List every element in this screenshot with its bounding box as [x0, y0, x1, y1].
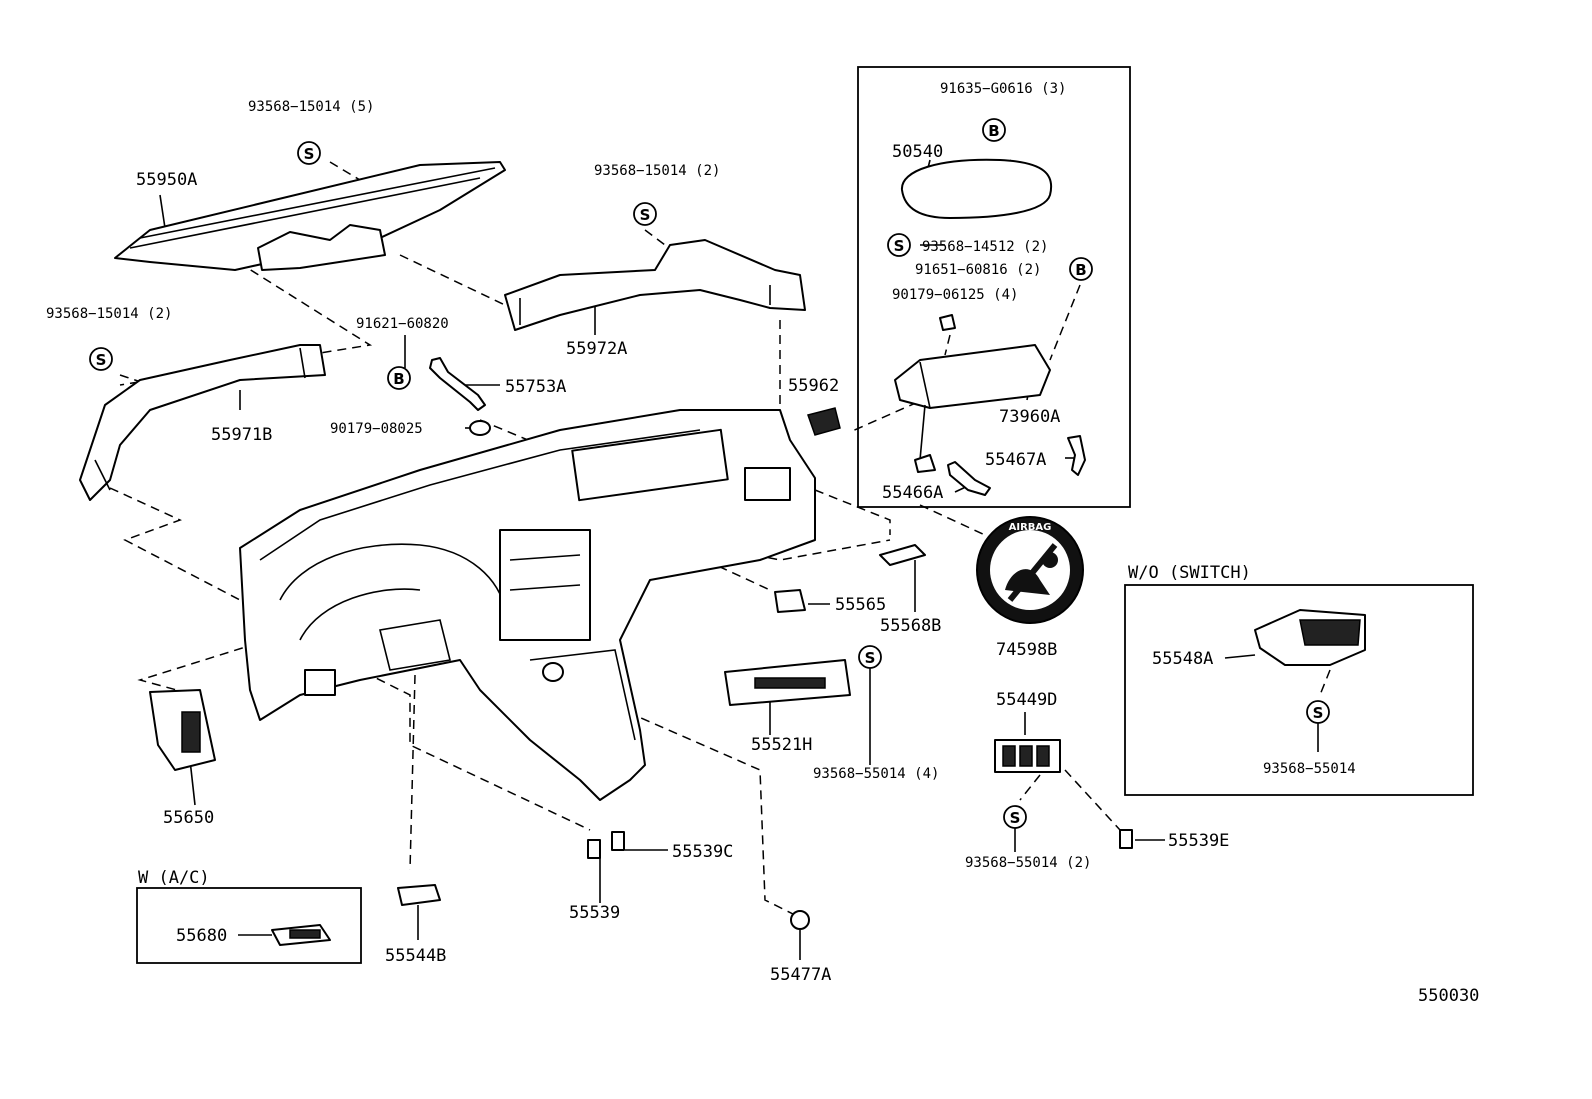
label-55466A: 55466A — [882, 483, 943, 503]
bracket-55753A — [429, 357, 486, 411]
airbag-group-box — [857, 66, 1131, 508]
part-labels: 93568−15014 (5) 55950A 93568−15014 (2) 5… — [46, 81, 1479, 1006]
svg-text:B: B — [1075, 261, 1086, 279]
airbag-warning-badge-74598B: AIRBAG — [976, 516, 1084, 624]
vent-55650 — [149, 689, 216, 771]
svg-text:S: S — [640, 206, 651, 224]
housing-55548A — [1254, 609, 1366, 666]
label-55962: 55962 — [788, 376, 839, 396]
label-91621-60820: 91621−60820 — [356, 316, 449, 332]
label-55680: 55680 — [176, 926, 227, 946]
instrument-panel — [239, 409, 816, 801]
screw-symbol-icon: S — [89, 347, 113, 371]
clip-90179-08025 — [469, 420, 491, 436]
label-73960A: 73960A — [999, 407, 1060, 427]
svg-text:S: S — [96, 351, 107, 369]
defroster-nozzle-55950A — [114, 161, 506, 271]
label-93568-15014-2-a: 93568−15014 (2) — [594, 163, 720, 179]
label-50540: 50540 — [892, 142, 943, 162]
svg-text:S: S — [865, 649, 876, 667]
label-91651-60816: 91651−60816 (2) — [915, 262, 1041, 278]
label-55467A: 55467A — [985, 450, 1046, 470]
label-91635-G0616: 91635−G0616 (3) — [940, 81, 1066, 97]
label-55565: 55565 — [835, 595, 886, 615]
passenger-airbag-assembly — [894, 158, 1086, 496]
svg-text:B: B — [393, 370, 404, 388]
clips-55539-55539C — [587, 831, 625, 859]
screw-symbol-icon: S — [1306, 700, 1330, 724]
label-93568-55014-4: 93568−55014 (4) — [813, 766, 939, 782]
label-93568-14512: 93568−14512 (2) — [922, 239, 1048, 255]
screw-symbol-icon: S — [858, 645, 882, 669]
label-90179-08025: 90179−08025 — [330, 421, 423, 437]
label-55972A: 55972A — [566, 339, 627, 359]
label-93568-15014-2-b: 93568−15014 (2) — [46, 306, 172, 322]
switch-55449D — [994, 739, 1061, 773]
svg-text:S: S — [1010, 809, 1021, 827]
label-55650: 55650 — [163, 808, 214, 828]
bolt-symbol-icon: B — [387, 366, 411, 390]
label-w-ac: W (A/C) — [138, 868, 210, 888]
dashed-leader-lines — [109, 159, 1331, 916]
svg-text:B: B — [988, 122, 999, 140]
screw-symbol-icon: S — [297, 141, 321, 165]
air-duct-55972A — [504, 239, 806, 331]
bolt-symbol-icon: B — [982, 118, 1006, 142]
label-wo-switch: W/O (SWITCH) — [1128, 563, 1251, 583]
label-90179-06125: 90179−06125 (4) — [892, 287, 1018, 303]
knob-55477A — [790, 910, 810, 930]
air-duct-55971B — [79, 344, 326, 501]
cover-55568B — [879, 544, 926, 566]
screw-symbol-icon: S — [887, 233, 911, 257]
switch-55680 — [271, 924, 331, 946]
label-55539C: 55539C — [672, 842, 733, 862]
label-74598B: 74598B — [996, 640, 1057, 660]
label-93568-55014: 93568−55014 — [1263, 761, 1356, 777]
cover-55565 — [774, 589, 806, 613]
label-55539E: 55539E — [1168, 831, 1229, 851]
label-55753A: 55753A — [505, 377, 566, 397]
switch-unit-55521H — [724, 659, 851, 706]
bolt-symbol-icon: B — [1069, 257, 1093, 281]
label-55568B: 55568B — [880, 616, 941, 636]
clip-55539E — [1119, 829, 1133, 849]
label-93568-55014-2: 93568−55014 (2) — [965, 855, 1091, 871]
svg-text:S: S — [304, 145, 315, 163]
label-55521H: 55521H — [751, 735, 812, 755]
label-93568-15014-5: 93568−15014 (5) — [248, 99, 374, 115]
switch-55544B — [397, 884, 441, 906]
svg-text:S: S — [894, 237, 905, 255]
drawing-number: 550030 — [1418, 986, 1479, 1006]
screw-symbol-icon: S — [633, 202, 657, 226]
wo-switch-group-box — [1124, 584, 1474, 796]
label-55950A: 55950A — [136, 170, 197, 190]
w-ac-group-box — [136, 887, 362, 964]
label-55539: 55539 — [569, 903, 620, 923]
label-55449D: 55449D — [996, 690, 1057, 710]
screw-symbol-icon: S — [1003, 805, 1027, 829]
label-55544B: 55544B — [385, 946, 446, 966]
vent-55962 — [807, 407, 841, 436]
label-55971B: 55971B — [211, 425, 272, 445]
label-55548A: 55548A — [1152, 649, 1213, 669]
svg-text:S: S — [1313, 704, 1324, 722]
airbag-badge-text: AIRBAG — [1009, 522, 1052, 533]
label-55477A: 55477A — [770, 965, 831, 985]
